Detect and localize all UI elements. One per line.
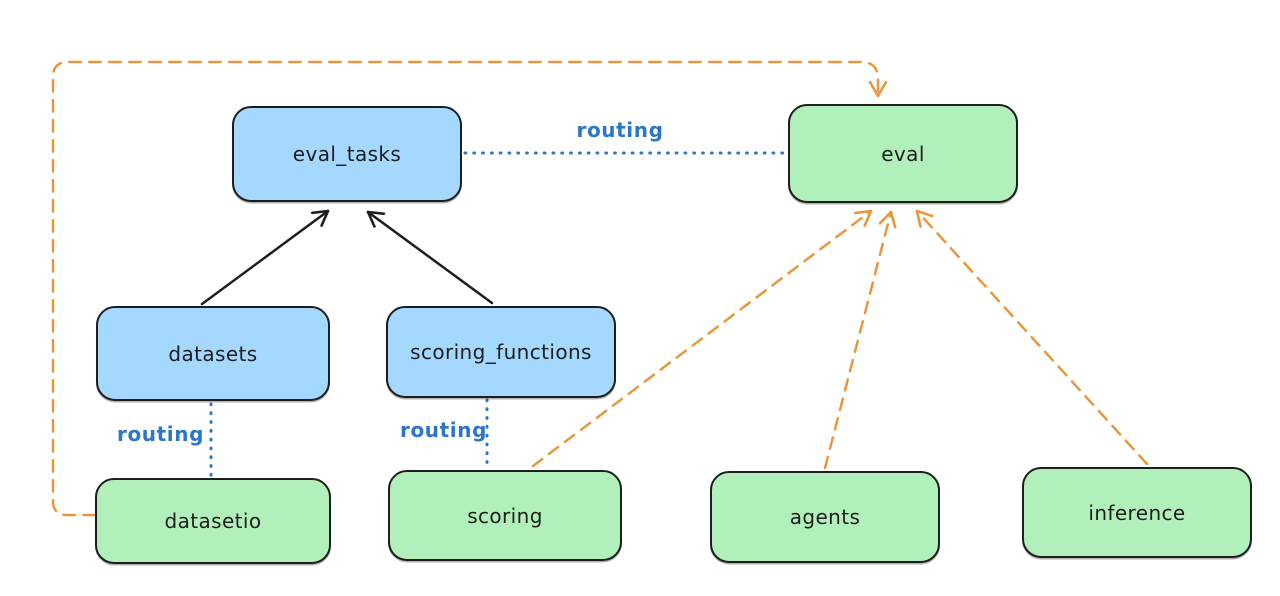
node-inference: inference bbox=[1022, 467, 1252, 558]
edge-datasetio-to-eval-around bbox=[51, 60, 878, 517]
node-scoring-label: scoring bbox=[467, 503, 543, 528]
node-datasets-label: datasets bbox=[168, 341, 258, 366]
edge-datasets-to-eval-tasks bbox=[200, 211, 328, 306]
node-datasets: datasets bbox=[96, 306, 330, 401]
edge-inference-to-eval bbox=[917, 211, 1149, 466]
edge-agents-to-eval bbox=[823, 212, 891, 470]
node-datasetio: datasetio bbox=[95, 478, 331, 564]
edge-label-routing-datasets: routing bbox=[117, 422, 205, 446]
edge-label-routing-scoring: routing bbox=[400, 418, 488, 442]
edge-scoring-functions-to-eval-tasks bbox=[368, 212, 494, 305]
node-eval-tasks-label: eval_tasks bbox=[292, 142, 402, 166]
node-inference-label: inference bbox=[1088, 500, 1186, 525]
node-scoring: scoring bbox=[388, 470, 622, 561]
node-eval: eval bbox=[788, 104, 1018, 203]
edge-label-routing-top: routing bbox=[576, 118, 664, 142]
node-eval-label: eval bbox=[881, 141, 925, 166]
node-agents: agents bbox=[710, 471, 940, 563]
node-scoring-functions-label: scoring_functions bbox=[410, 340, 592, 364]
node-agents-label: agents bbox=[789, 505, 861, 529]
node-datasetio-label: datasetio bbox=[164, 509, 262, 533]
node-eval-tasks: eval_tasks bbox=[232, 106, 462, 202]
node-scoring-functions: scoring_functions bbox=[386, 306, 616, 398]
edge-scoring-to-eval bbox=[531, 211, 871, 468]
